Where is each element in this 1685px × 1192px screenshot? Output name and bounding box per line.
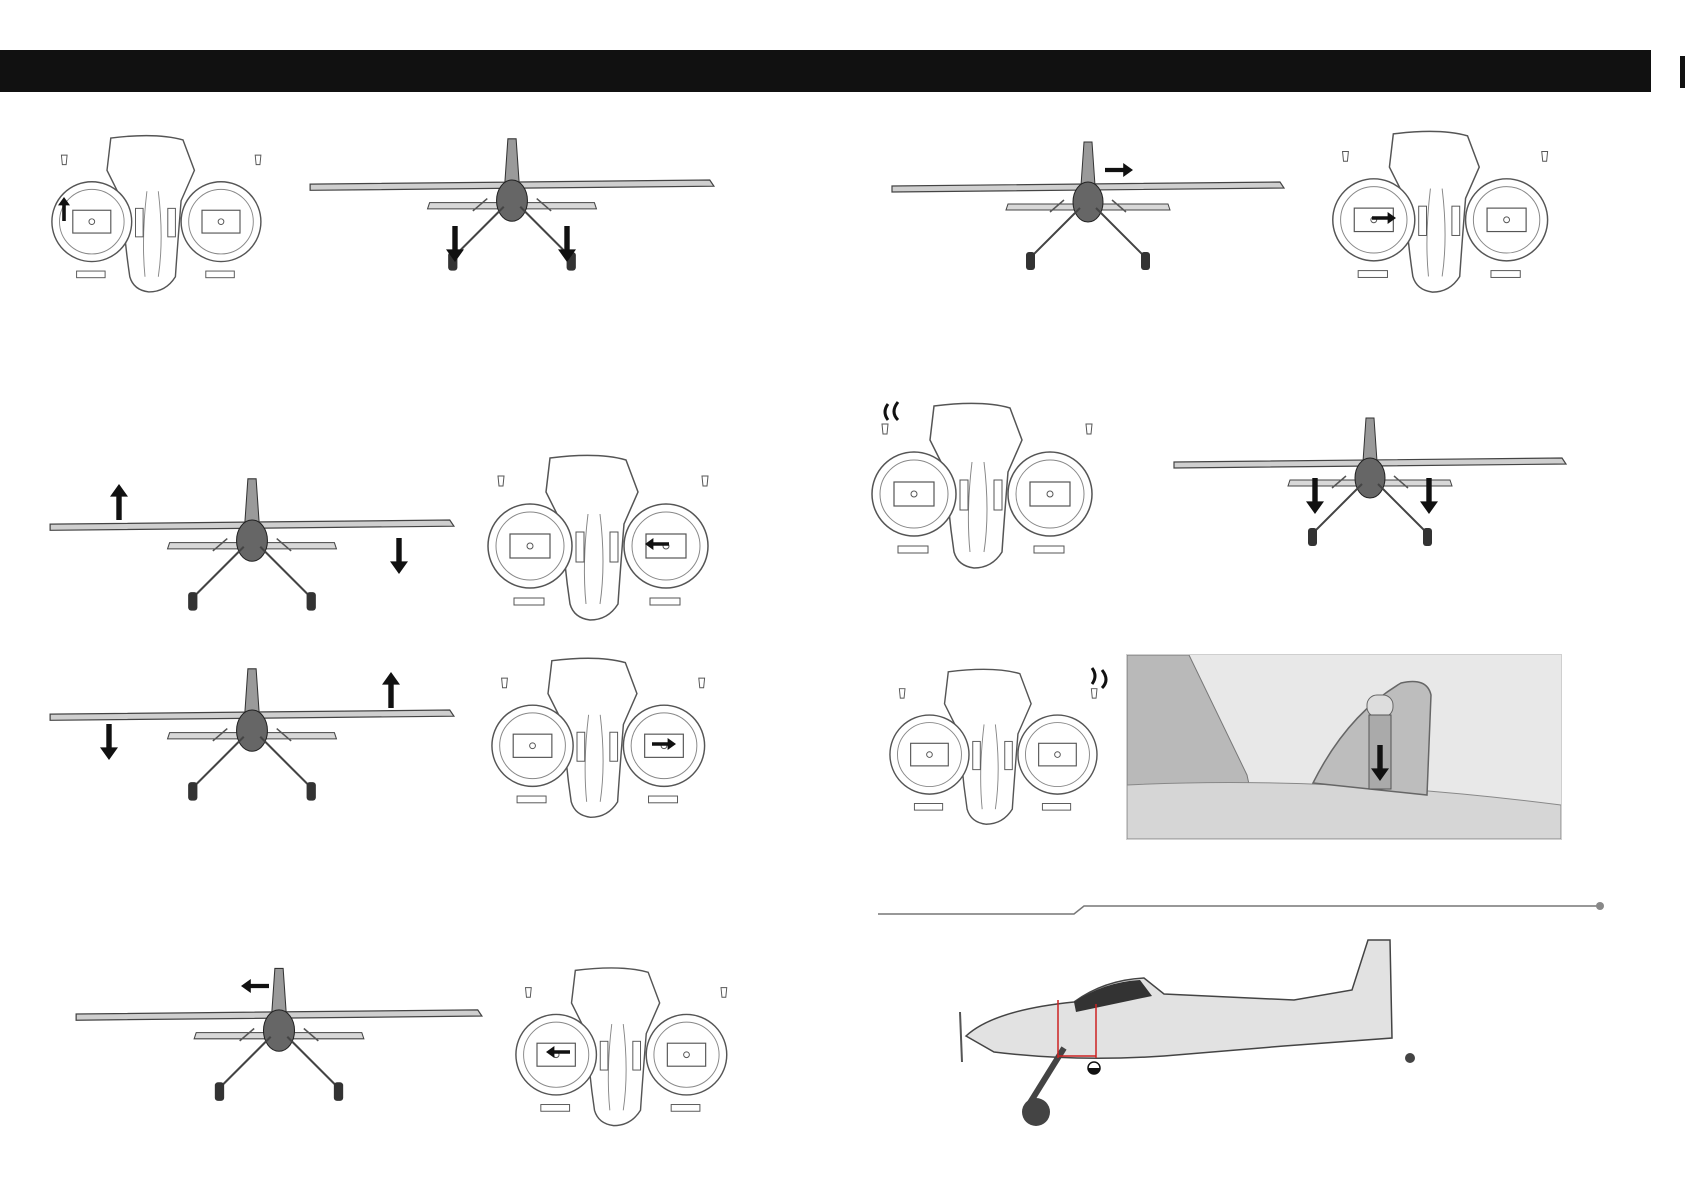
arrow-up-icon — [382, 672, 400, 708]
tx-flap-switch-figure — [870, 402, 1110, 572]
arrow-down-icon — [100, 724, 118, 760]
plane-elevator-down-figure — [306, 136, 718, 292]
plane-rudder-right-figure — [872, 140, 1304, 290]
plane-cg-figure — [954, 930, 1444, 1134]
airplane-front-icon — [892, 142, 1284, 270]
tail-hook-detail-panel — [1126, 654, 1562, 840]
tail-hook-icon — [1127, 655, 1561, 839]
airplane-front-icon — [1174, 418, 1566, 546]
tx-throttle-figure — [50, 134, 278, 296]
tx-right-switch-figure — [888, 668, 1114, 828]
plane-rudder-left-figure — [72, 966, 486, 1122]
transmitter-icon — [516, 968, 727, 1126]
edge-marker — [1680, 56, 1685, 88]
arrow-left-icon — [241, 979, 269, 993]
header-bar — [0, 50, 1651, 92]
tx-aileron-right-figure — [490, 656, 722, 822]
plane-flaps-down-figure — [1156, 416, 1584, 566]
tx-rudder-right-figure — [1330, 130, 1566, 296]
switch-arrow-icon — [1092, 668, 1106, 688]
airplane-front-icon — [76, 968, 482, 1100]
transmitter-icon — [488, 455, 708, 620]
transmitter-icon — [872, 403, 1092, 568]
tx-aileron-left-figure — [486, 452, 726, 626]
airplane-front-icon — [310, 139, 714, 271]
tx-rudder-left-figure — [514, 966, 744, 1130]
arrow-up-icon — [110, 484, 128, 520]
transmitter-icon — [52, 136, 261, 292]
plane-aileron-left-figure — [46, 476, 458, 632]
transmitter-icon — [492, 658, 705, 817]
plane-aileron-right-figure — [46, 666, 458, 822]
switch-arrow-icon — [885, 402, 898, 420]
arrow-down-icon — [390, 538, 408, 574]
arrow-right-icon — [1105, 163, 1133, 177]
airplane-front-icon — [50, 479, 454, 611]
transmitter-icon — [1333, 131, 1548, 292]
section-divider — [878, 902, 1612, 916]
airplane-side-icon — [966, 940, 1392, 1058]
transmitter-icon — [890, 669, 1097, 824]
